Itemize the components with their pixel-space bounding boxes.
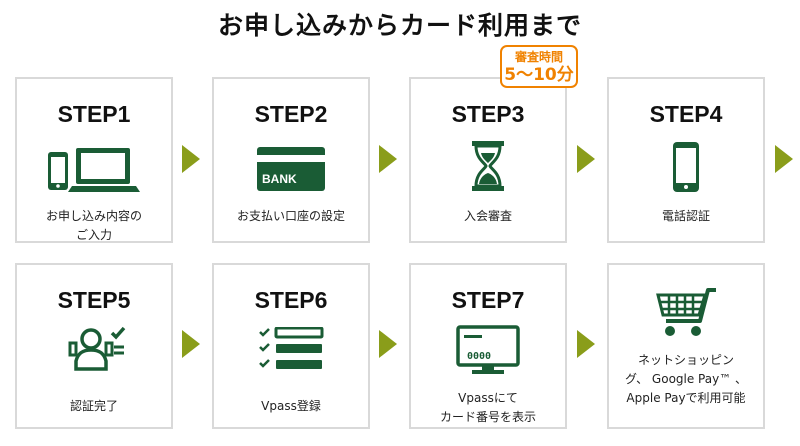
step-description: Vpass登録 (261, 399, 321, 413)
step-label: STEP1 (57, 101, 131, 127)
step-label: STEP2 (254, 101, 328, 127)
step-label: STEP4 (649, 101, 723, 127)
checklist-icon (214, 327, 368, 376)
step-card-4: STEP4 電話認証 (607, 77, 765, 243)
step-description: お申し込み内容の ご入力 (45, 209, 142, 242)
monitor-number-icon: 0000 (411, 325, 565, 380)
bank-card-icon: BANK (214, 146, 368, 197)
step-description: 認証完了 (69, 399, 118, 413)
next-arrow-icon (182, 145, 200, 173)
step-description: Vpassにて カード番号を表示 (439, 391, 536, 424)
step-description: お支払い口座の設定 (236, 209, 345, 223)
step-card-6: STEP6 Vpass登録 (212, 263, 370, 429)
step-card-2: STEP2 BANK お支払い口座の設定 (212, 77, 370, 243)
step-label: STEP6 (254, 287, 328, 313)
monitor-number-text: 0000 (467, 351, 491, 362)
step-label: STEP7 (451, 287, 525, 313)
next-arrow-icon (379, 330, 397, 358)
step-card-final: ネットショッピン グ、 Google Pay™ 、 Apple Payで利用可能 (607, 263, 765, 429)
page-title: お申し込みからカード利用まで (217, 11, 582, 40)
step-card-7: STEP7 0000 Vpassにて カード番号を表示 (409, 263, 567, 429)
hourglass-icon (411, 139, 565, 198)
step-label: STEP5 (57, 287, 131, 313)
next-arrow-icon (775, 145, 793, 173)
bank-card-text: BANK (262, 172, 297, 186)
devices-icon (17, 146, 171, 199)
review-time-badge: 審査時間 5〜10分 (500, 45, 578, 88)
shopping-cart-icon (609, 287, 763, 344)
step-description: 電話認証 (661, 209, 710, 223)
next-arrow-icon (577, 330, 595, 358)
step-label: STEP3 (451, 101, 525, 127)
step-description: 入会審査 (463, 209, 512, 223)
step-card-1: STEP1 お申し込み内容の ご入力 (15, 77, 173, 243)
step-card-5: STEP5 認証完了 (15, 263, 173, 429)
user-verified-icon (17, 325, 171, 380)
smartphone-icon (609, 141, 763, 198)
step-card-3: STEP3 入会審査 (409, 77, 567, 243)
next-arrow-icon (182, 330, 200, 358)
step-description: ネットショッピン グ、 Google Pay™ 、 Apple Payで利用可能 (624, 353, 748, 405)
next-arrow-icon (577, 145, 595, 173)
review-time-value: 5〜10分 (504, 65, 574, 85)
next-arrow-icon (379, 145, 397, 173)
review-time-label: 審査時間 (514, 50, 563, 64)
